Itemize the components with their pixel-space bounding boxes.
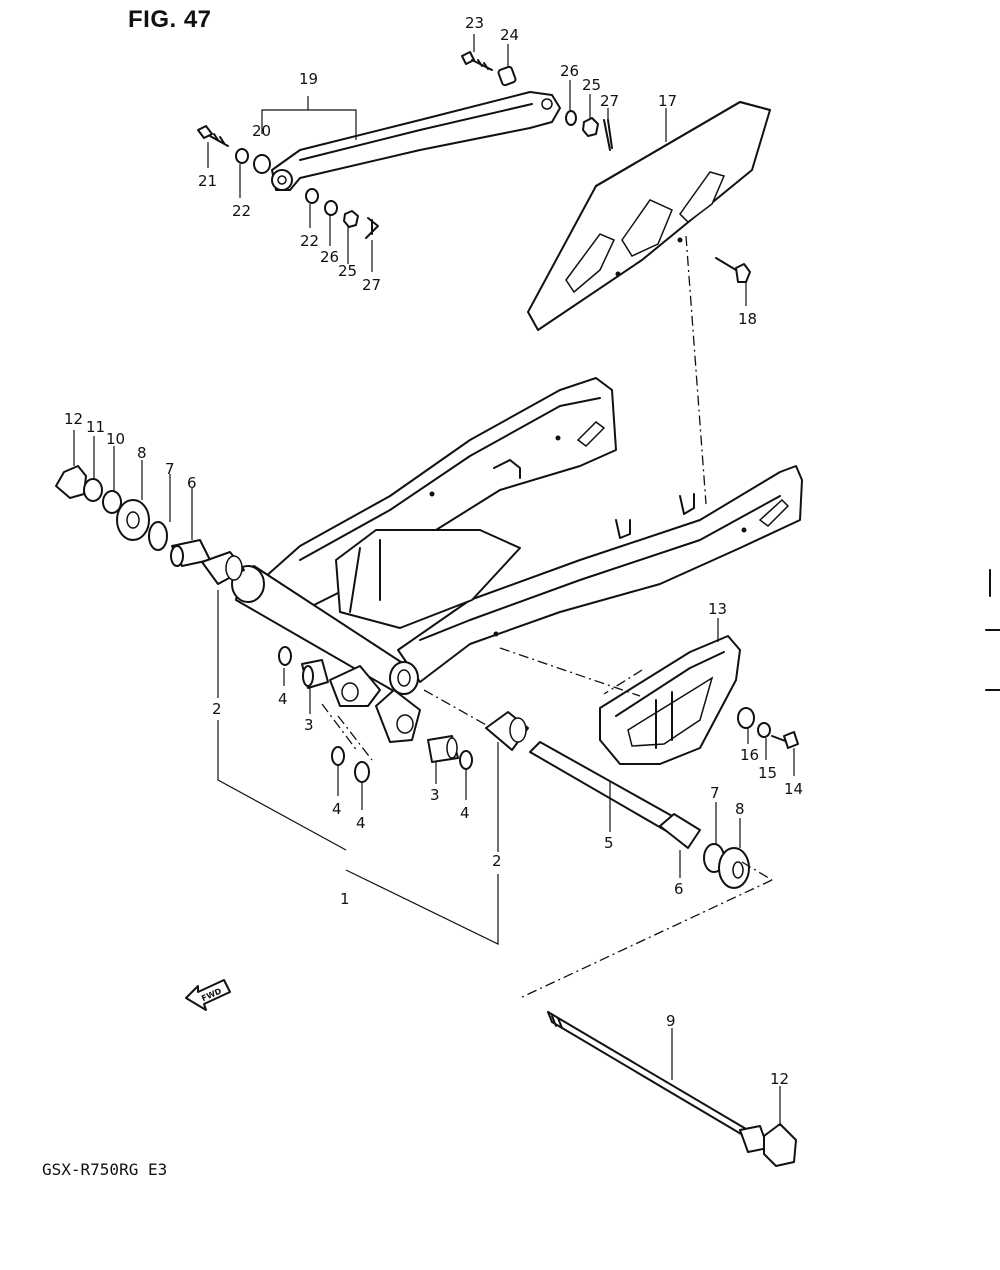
torque-link-19 [271, 91, 561, 191]
callout-17: 17 [658, 92, 677, 110]
callout-10: 10 [106, 430, 125, 448]
callout-1: 1 [340, 890, 350, 908]
callout-labels: 23 24 19 26 25 27 17 20 21 22 22 26 25 2… [64, 14, 803, 1088]
callout-4: 4 [356, 814, 366, 832]
swingarm-1 [231, 377, 803, 743]
callout-4: 4 [278, 690, 288, 708]
callout-7: 7 [165, 460, 175, 478]
pivot-bolt-9 [547, 1011, 797, 1167]
callout-27: 27 [600, 92, 619, 110]
callout-2: 2 [212, 700, 222, 718]
callout-3: 3 [430, 786, 440, 804]
callout-25: 25 [582, 76, 601, 94]
callout-24: 24 [500, 26, 519, 44]
hardware-top [197, 51, 751, 283]
callout-26: 26 [320, 248, 339, 266]
callout-18: 18 [738, 310, 757, 328]
callout-6: 6 [674, 880, 684, 898]
callout-15: 15 [758, 764, 777, 782]
centerlines [321, 235, 773, 999]
callout-22: 22 [300, 232, 319, 250]
callout-9: 9 [666, 1012, 676, 1030]
callout-8: 8 [735, 800, 745, 818]
callout-25: 25 [338, 262, 357, 280]
callout-16: 16 [740, 746, 759, 764]
callout-7: 7 [710, 784, 720, 802]
page-edge-marks [985, 569, 1000, 691]
leader-lines [73, 34, 795, 1126]
chain-guard-17 [527, 101, 771, 331]
callout-8: 8 [137, 444, 147, 462]
model-code: GSX-R750RG E3 [42, 1160, 168, 1179]
callout-4: 4 [332, 800, 342, 818]
callout-14: 14 [784, 780, 803, 798]
callout-5: 5 [604, 834, 614, 852]
right-hardware [737, 707, 799, 749]
callout-11: 11 [86, 418, 105, 436]
callout-4: 4 [460, 804, 470, 822]
callout-3: 3 [304, 716, 314, 734]
callout-19: 19 [299, 70, 318, 88]
figure-title: FIG. 47 [128, 6, 212, 33]
fwd-arrow-icon: FWD [185, 979, 231, 1011]
callout-12: 12 [770, 1070, 789, 1088]
chain-buffer-13 [599, 635, 741, 765]
callout-13: 13 [708, 600, 727, 618]
callout-26: 26 [560, 62, 579, 80]
callout-22: 22 [232, 202, 251, 220]
callout-23: 23 [465, 14, 484, 32]
centre-bearings [278, 646, 473, 783]
callout-27: 27 [362, 276, 381, 294]
callout-6: 6 [187, 474, 197, 492]
callout-12: 12 [64, 410, 83, 428]
callout-20: 20 [252, 122, 271, 140]
left-hardware [55, 465, 245, 585]
callout-2: 2 [492, 852, 502, 870]
callout-21: 21 [198, 172, 217, 190]
